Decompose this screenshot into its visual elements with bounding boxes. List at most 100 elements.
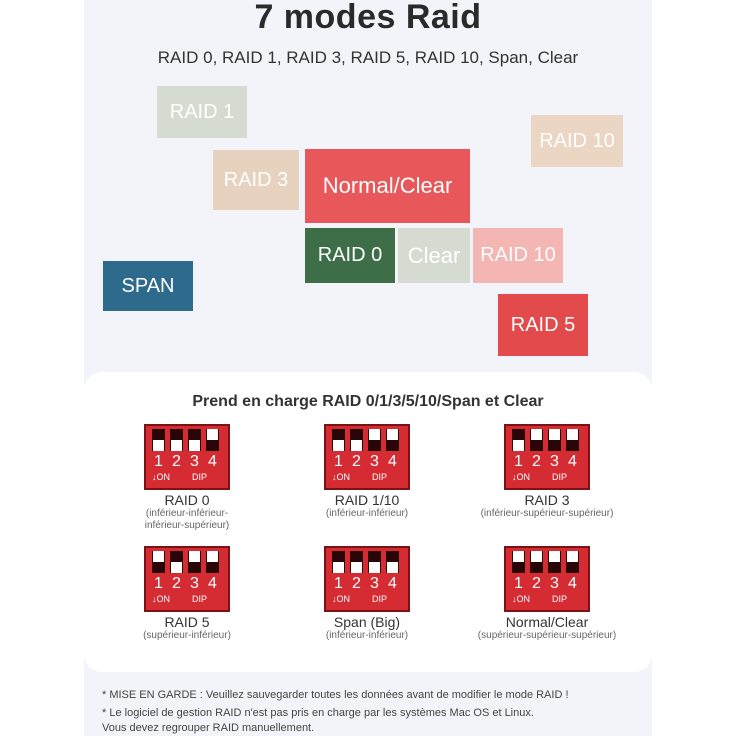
switch-knob xyxy=(153,440,164,451)
dip-switch-4 xyxy=(566,429,579,451)
switch-position-text: (supérieur-inférieur) xyxy=(143,630,231,641)
dip-switch-3 xyxy=(188,551,201,573)
dip-switch-2 xyxy=(170,429,183,451)
dip-switch-3 xyxy=(368,551,381,573)
switch-position-text: (inférieur-inférieur) xyxy=(325,508,409,519)
dip-label: DIP xyxy=(192,472,208,482)
switch-number: 4 xyxy=(208,453,217,470)
dip-switch-2 xyxy=(350,551,363,573)
dip-switch-2 xyxy=(350,429,363,451)
switch-number: 1 xyxy=(154,575,163,592)
switch-number: 2 xyxy=(172,575,181,592)
mode-name: RAID 1/10 xyxy=(334,492,400,508)
tile-raid10-mid: RAID 10 xyxy=(473,228,563,283)
dip-switch-2 xyxy=(170,551,183,573)
dip-card-title: Prend en charge RAID 0/1/3/5/10/Span et … xyxy=(192,393,544,410)
on-label: ↓ON xyxy=(512,594,530,604)
switch-knob xyxy=(531,429,542,440)
switch-number: 2 xyxy=(352,575,361,592)
dip-switch-4 xyxy=(206,551,219,573)
mode-name: RAID 3 xyxy=(524,492,570,508)
switch-number: 3 xyxy=(370,453,379,470)
switch-number: 2 xyxy=(532,575,541,592)
switch-number: 4 xyxy=(568,575,577,592)
dip-switch-3 xyxy=(188,429,201,451)
dip-label: DIP xyxy=(372,594,388,604)
switch-knob xyxy=(333,562,344,573)
dip-switch-4 xyxy=(386,429,399,451)
switch-position-text: (inférieur-inférieur- xyxy=(145,508,229,519)
tile-raid10-top: RAID 10 xyxy=(531,115,623,167)
tile-raid3: RAID 3 xyxy=(213,150,299,210)
mode-name: Span (Big) xyxy=(333,614,401,630)
dip-switch-2 xyxy=(530,551,543,573)
switch-knob xyxy=(189,551,200,562)
dip-switch-1 xyxy=(152,429,165,451)
warning-note: * MISE EN GARDE : Veuillez sauvegarder t… xyxy=(102,689,569,701)
dip-switch-2 xyxy=(530,429,543,451)
switch-knob xyxy=(189,440,200,451)
switch-number: 3 xyxy=(190,453,199,470)
dip-switch-1 xyxy=(332,551,345,573)
switch-knob xyxy=(567,551,578,562)
switch-number: 4 xyxy=(388,453,397,470)
dip-switch-3 xyxy=(548,429,561,451)
page-subtitle: RAID 0, RAID 1, RAID 3, RAID 5, RAID 10,… xyxy=(157,48,579,67)
tile-normal-clear: Normal/Clear xyxy=(305,149,470,223)
tile-span: SPAN xyxy=(103,261,193,311)
dip-label: DIP xyxy=(372,472,388,482)
switch-knob xyxy=(531,551,542,562)
page-title: 7 modes Raid xyxy=(254,0,482,36)
switch-number: 3 xyxy=(190,575,199,592)
mode-name: RAID 5 xyxy=(164,614,210,630)
switch-number: 1 xyxy=(154,453,163,470)
dip-switch-1 xyxy=(152,551,165,573)
switch-knob xyxy=(549,551,560,562)
switch-knob xyxy=(513,440,524,451)
switch-position-text-2: inférieur-supérieur) xyxy=(144,520,230,531)
mode-name: Normal/Clear xyxy=(505,614,589,630)
on-label: ↓ON xyxy=(332,472,350,482)
switch-number: 1 xyxy=(334,453,343,470)
switch-number: 4 xyxy=(568,453,577,470)
tile-raid5: RAID 5 xyxy=(498,294,588,356)
switch-knob xyxy=(567,429,578,440)
switch-number: 4 xyxy=(388,575,397,592)
dip-label: DIP xyxy=(552,594,568,604)
dip-label: DIP xyxy=(552,472,568,482)
dip-switch-3 xyxy=(368,429,381,451)
switch-number: 1 xyxy=(334,575,343,592)
switch-number: 2 xyxy=(352,453,361,470)
dip-switch-1 xyxy=(512,429,525,451)
dip-card xyxy=(84,372,652,672)
dip-switch-1 xyxy=(512,551,525,573)
on-label: ↓ON xyxy=(332,594,350,604)
switch-number: 2 xyxy=(532,453,541,470)
dip-switch-1 xyxy=(332,429,345,451)
dip-switch-4 xyxy=(386,551,399,573)
switch-number: 3 xyxy=(550,575,559,592)
switch-knob xyxy=(351,562,362,573)
switch-knob xyxy=(207,429,218,440)
switch-number: 1 xyxy=(514,453,523,470)
switch-knob xyxy=(171,440,182,451)
switch-knob xyxy=(513,551,524,562)
on-label: ↓ON xyxy=(152,594,170,604)
switch-knob xyxy=(387,429,398,440)
switch-knob xyxy=(369,429,380,440)
switch-knob xyxy=(387,562,398,573)
switch-position-text: (inférieur-inférieur) xyxy=(325,630,409,641)
switch-number: 3 xyxy=(550,453,559,470)
manual-note: Vous devez regrouper RAID manuellement. xyxy=(102,722,315,734)
